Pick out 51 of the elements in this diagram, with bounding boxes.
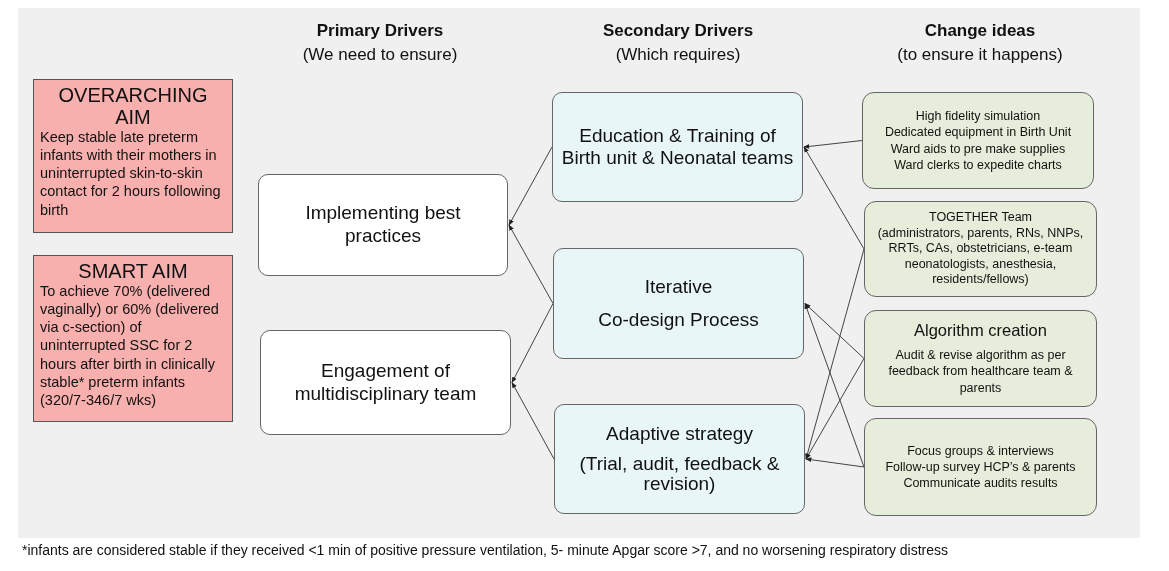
node-text: Keep stable late preterm infants with their mothers in uninterrupted skin-to-skin contact for 2 hours following birth <box>40 128 222 219</box>
primary-driver-box <box>258 174 508 276</box>
arrow <box>511 381 555 460</box>
column-heading: Secondary Drivers <box>601 20 755 42</box>
node-text: (Trial, audit, feedback & revision) <box>578 453 781 496</box>
arrow <box>805 457 865 468</box>
arrow <box>805 358 865 460</box>
node-text: Co-design Process <box>597 308 760 332</box>
node-text: Algorithm creation <box>913 321 1048 341</box>
node-text: Ward clerks to expedite charts <box>893 156 1063 173</box>
aim-heading: OVERARCHING AIM <box>57 84 209 128</box>
node-text: Implementing best practices <box>304 202 462 248</box>
secondary-driver-box <box>553 248 804 359</box>
secondary-driver-box <box>554 404 805 514</box>
aim-heading: SMART AIM <box>77 260 189 282</box>
secondary-driver-box <box>552 92 803 202</box>
node-text: To achieve 70% (delivered vaginally) or 60% (delivered via c-section) of uninterrupted SSC for 2 hours after birth in clinically stable* preterm infants (320/7-346/7 wks) <box>40 282 220 409</box>
change-idea-box <box>864 310 1097 407</box>
node-text: Communicate audits results <box>902 475 1059 492</box>
arrow <box>804 303 865 359</box>
column-subheading: (to ensure it happens) <box>896 44 1064 66</box>
aim-box <box>33 255 233 422</box>
node-text: Engagement of multidisciplinary team <box>293 359 478 406</box>
node-text: High fidelity simulation <box>914 108 1042 125</box>
change-idea-box <box>864 418 1097 516</box>
node-text: Dedicated equipment in Birth Unit <box>883 124 1073 141</box>
column-subheading: (We need to ensure) <box>301 44 459 66</box>
change-idea-box <box>864 201 1097 297</box>
node-text: Audit & revise algorithm as per feedback from healthcare team & parents <box>887 347 1074 396</box>
column-heading: Change ideas <box>923 20 1037 42</box>
node-text: (administrators, parents, RNs, NNPs, RRTs, CAs, obstetricians, e-team neonatologists, anesthesia, residents/fellows) <box>876 225 1085 289</box>
arrow <box>511 303 554 384</box>
node-text: Education & Training of Birth unit & Neonatal teams <box>561 125 794 169</box>
node-text: Adaptive strategy <box>605 422 754 446</box>
node-text: Focus groups & interviews <box>906 442 1055 459</box>
node-text: Ward aids to pre make supplies <box>889 140 1067 157</box>
node-text: Follow-up survey HCP’s & parents <box>884 458 1077 476</box>
arrow <box>508 224 554 304</box>
arrow <box>804 302 865 468</box>
aim-box <box>33 79 233 233</box>
node-text: TOGETHER Team <box>927 209 1033 226</box>
arrow <box>803 146 865 250</box>
change-idea-box <box>862 92 1094 189</box>
column-heading: Primary Drivers <box>315 20 445 42</box>
arrow <box>805 248 865 460</box>
arrow <box>508 146 553 226</box>
arrow <box>803 140 863 149</box>
footnote: *infants are considered stable if they received <1 min of positive pressure ventilation, 5- minute Apgar score >7, and no worsening respiratory distress <box>22 542 949 558</box>
primary-driver-box <box>260 330 511 435</box>
node-text: Iterative <box>643 275 714 299</box>
column-subheading: (Which requires) <box>614 44 742 66</box>
